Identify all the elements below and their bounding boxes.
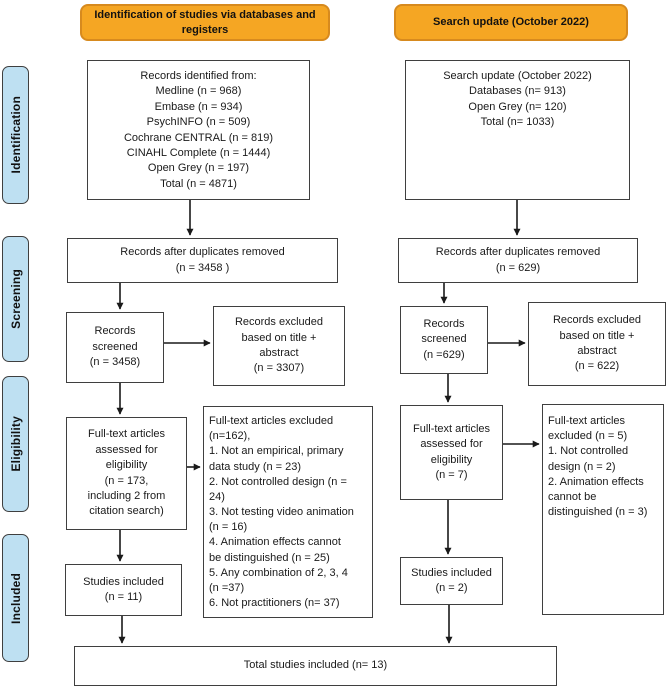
box-total-studies-included: Total studies included (n= 13) xyxy=(74,646,557,686)
stage-label-text: Eligibility xyxy=(8,416,23,472)
stage-label-text: Included xyxy=(8,572,23,624)
stage-label-included: Included xyxy=(2,534,29,662)
box-records-screened-right: Records screened (n =629) xyxy=(400,306,488,374)
box-records-excluded-right: Records excluded based on title + abstra… xyxy=(528,302,666,386)
stage-label-screening: Screening xyxy=(2,236,29,362)
box-fulltext-excluded-left: Full-text articles excluded (n=162), 1. … xyxy=(203,406,373,618)
box-fulltext-assessed-left: Full-text articles assessed for eligibil… xyxy=(66,417,187,530)
header-databases-registers: Identification of studies via databases … xyxy=(80,4,330,41)
box-fulltext-excluded-right: Full-text articles excluded (n = 5) 1. N… xyxy=(542,404,664,615)
box-duplicates-removed-right: Records after duplicates removed (n = 62… xyxy=(398,238,638,283)
header-search-update: Search update (October 2022) xyxy=(394,4,628,41)
box-studies-included-right: Studies included (n = 2) xyxy=(400,557,503,605)
stage-label-text: Screening xyxy=(8,269,23,329)
box-records-identified: Records identified from: Medline (n = 96… xyxy=(87,60,310,200)
box-duplicates-removed-left: Records after duplicates removed (n = 34… xyxy=(67,238,338,283)
stage-label-eligibility: Eligibility xyxy=(2,376,29,512)
stage-label-text: Identification xyxy=(8,96,23,174)
stage-label-identification: Identification xyxy=(2,66,29,204)
box-records-excluded-left: Records excluded based on title + abstra… xyxy=(213,306,345,386)
box-studies-included-left: Studies included (n = 11) xyxy=(65,564,182,616)
box-fulltext-assessed-right: Full-text articles assessed for eligibil… xyxy=(400,405,503,500)
box-search-update: Search update (October 2022) Databases (… xyxy=(405,60,630,200)
box-records-screened-left: Records screened (n = 3458) xyxy=(66,312,164,383)
